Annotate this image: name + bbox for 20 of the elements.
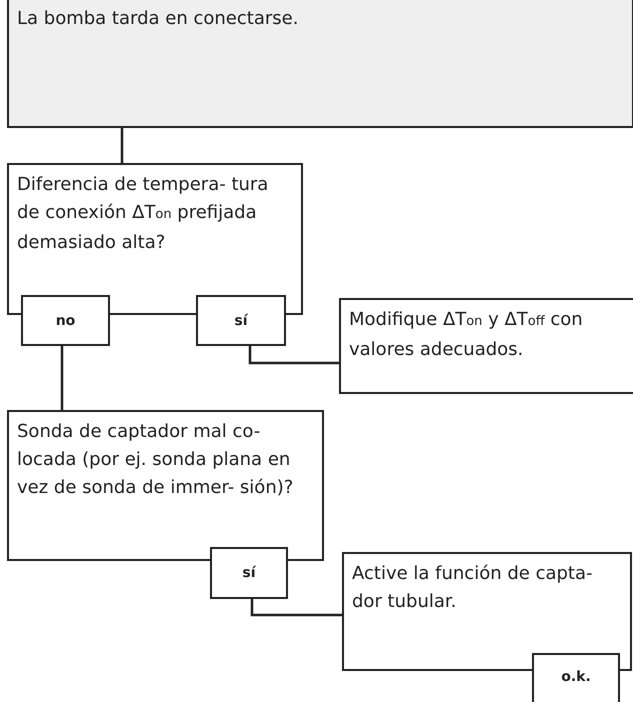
answer-label: sí	[234, 312, 248, 328]
step-box	[7, 163, 303, 315]
connector-line	[120, 128, 124, 163]
answer-box	[532, 653, 620, 702]
step-box	[339, 298, 633, 394]
step-box	[7, 410, 324, 561]
answer-box	[210, 547, 288, 599]
problem-box	[7, 0, 633, 128]
answer-box	[196, 295, 286, 346]
box-text: La bomba tarda en conectarse.	[16, 7, 300, 31]
answer-box	[21, 295, 110, 346]
answer-label: sí	[242, 565, 256, 581]
box-text: Active la función de capta- dor tubular.	[351, 562, 594, 614]
answer-label: no	[56, 312, 76, 328]
connector-line	[250, 599, 342, 616]
answer-label: o.k.	[561, 669, 591, 685]
connector-line	[248, 346, 339, 364]
box-text: Sonda de captador mal co- locada (por ej. sonda plana en vez de sonda de immer- sión)?	[16, 420, 294, 500]
step-box	[342, 552, 632, 671]
connector-line	[60, 346, 64, 410]
